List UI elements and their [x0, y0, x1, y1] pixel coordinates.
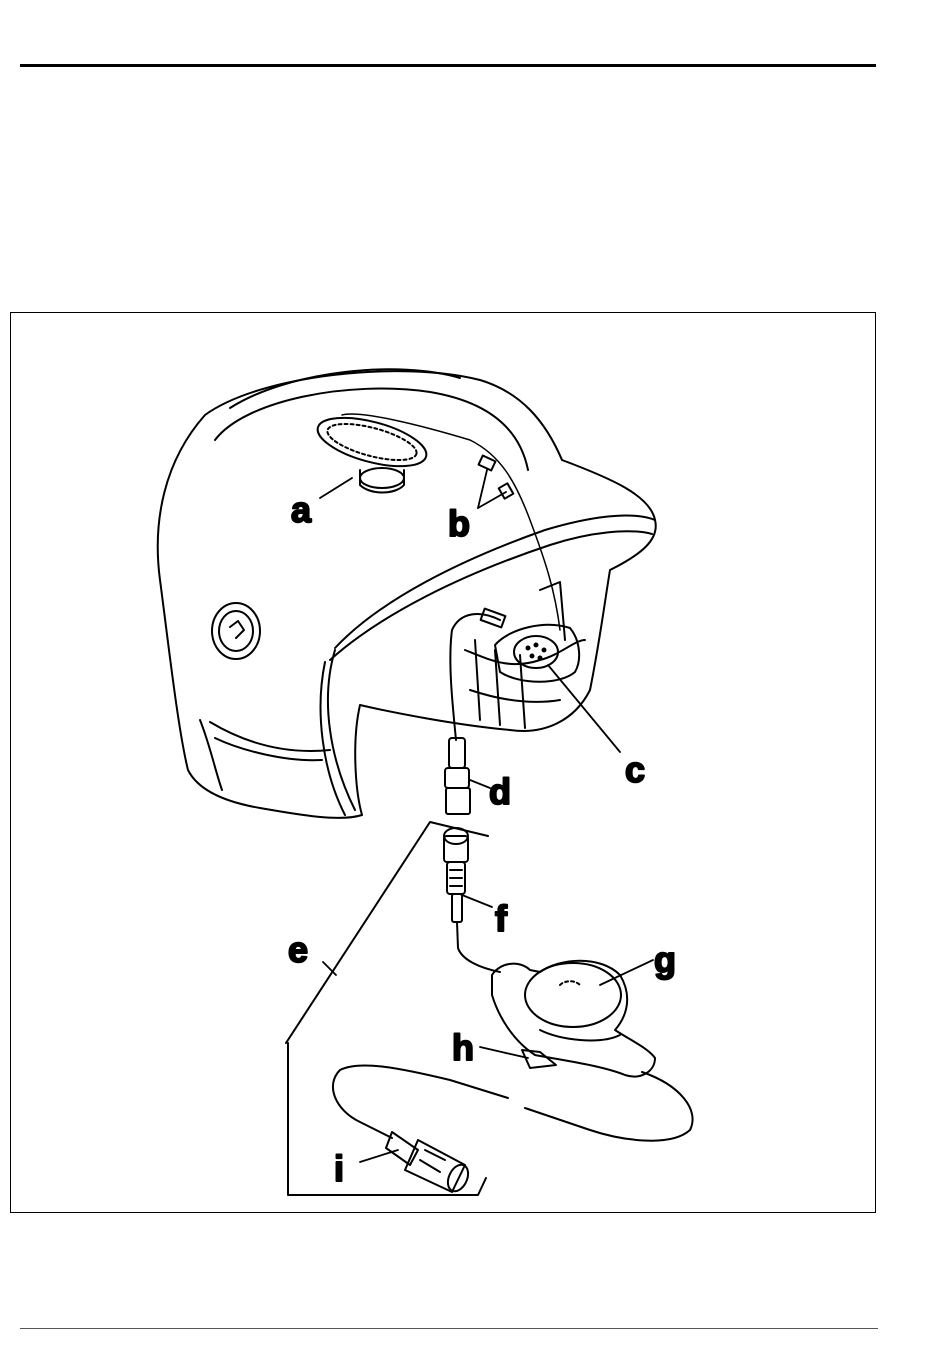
- helmet-illustration: [158, 369, 656, 818]
- helmet-connector-illustration: [445, 738, 470, 814]
- end-connector-illustration: [386, 1132, 472, 1194]
- cable-connectors-illustration: [479, 456, 514, 499]
- leader-lines: [320, 470, 653, 1162]
- label-b: b: [448, 503, 470, 544]
- control-unit-illustration: [492, 961, 655, 1077]
- label-f: f: [495, 898, 508, 939]
- label-e: e: [288, 929, 308, 970]
- label-h: h: [452, 1027, 474, 1068]
- label-d: d: [489, 771, 511, 812]
- label-g: g: [654, 939, 676, 980]
- label-c: c: [625, 749, 645, 790]
- cable-connector-illustration: [444, 828, 500, 972]
- label-i: i: [334, 1148, 344, 1189]
- speaker-unit-illustration: [313, 408, 432, 492]
- label-a: a: [291, 489, 312, 530]
- clip-illustration: [522, 1050, 556, 1068]
